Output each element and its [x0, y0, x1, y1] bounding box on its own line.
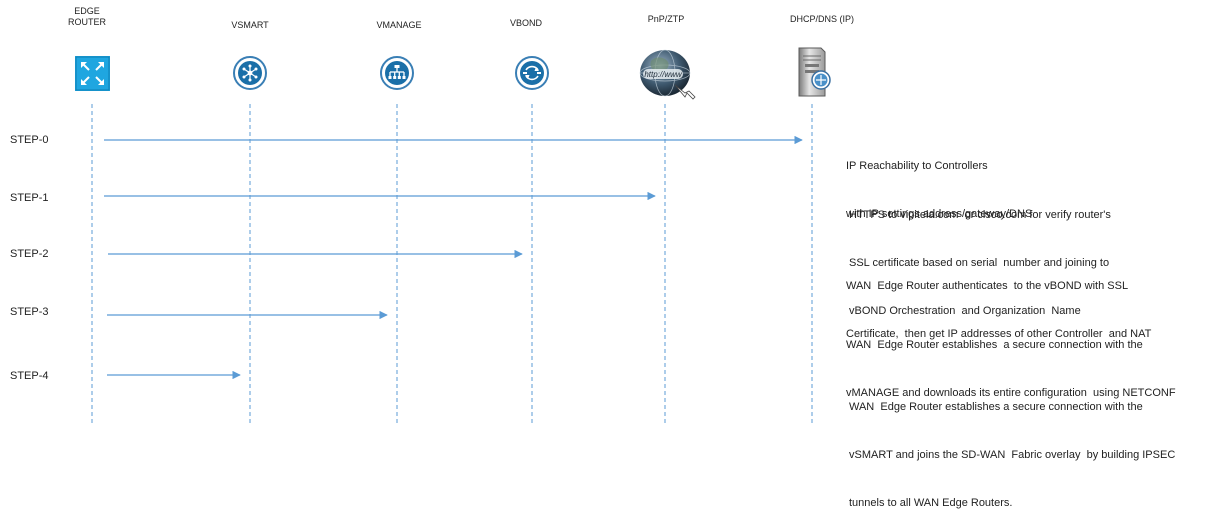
actor-label-line1: VBOND — [509, 18, 542, 28]
actor-label-line1: VMANAGE — [376, 20, 422, 30]
server-icon — [798, 47, 831, 97]
actor-label-line1: VSMART — [231, 20, 269, 30]
actor-label-vmanage: VMANAGE — [364, 20, 434, 31]
actor-label-vsmart: VSMART — [215, 20, 285, 31]
globe-www-icon: http://www — [639, 49, 696, 100]
step-label-3: STEP-3 — [10, 306, 49, 318]
actor-label-edge-router: EDGE ROUTER — [52, 6, 122, 28]
step-label-4: STEP-4 — [10, 370, 49, 382]
router-icon — [75, 56, 110, 91]
step-note-line: IP Reachability to Controllers — [846, 160, 988, 172]
vsmart-hub-icon — [233, 56, 267, 90]
step-note-2: WAN Edge Router authenticates to the vBO… — [846, 246, 1151, 358]
step-note-4: WAN Edge Router establishes a secure con… — [849, 367, 1175, 527]
actor-label-pnp-ztp: PnP/ZTP — [631, 14, 701, 25]
step-note-line: vBOND Orchestration and Organization Nam… — [849, 305, 1081, 317]
vbond-orchestrator-icon — [515, 56, 549, 90]
actor-label-line2: ROUTER — [68, 17, 106, 27]
step-note-3: WAN Edge Router establishes a secure con… — [846, 305, 1176, 417]
step-label-1: STEP-1 — [10, 192, 49, 204]
step-note-1: HTTPS to vipitela.com or cisco.com for v… — [849, 175, 1111, 335]
step-note-line: tunnels to all WAN Edge Routers. — [849, 497, 1013, 509]
step-note-line: vSMART and joins the SD-WAN Fabric overl… — [849, 449, 1176, 461]
actor-label-line1: DHCP/DNS (IP) — [789, 14, 854, 24]
step-note-line: WAN Edge Router authenticates to the vBO… — [846, 280, 1129, 292]
actor-label-vbond: VBOND — [491, 18, 561, 29]
step-note-0: IP Reachability to Controllers with IP s… — [846, 126, 1032, 238]
step-note-line: with IP settings address/gateway/DNS — [846, 208, 1033, 220]
step-note-line: vMANAGE and downloads its entire configu… — [846, 387, 1176, 399]
svg-text:http://www: http://www — [644, 70, 683, 79]
step-arrows — [104, 135, 803, 380]
step-note-line: WAN Edge Router establishes a secure con… — [849, 401, 1143, 413]
step-note-line: WAN Edge Router establishes a secure con… — [846, 339, 1143, 351]
step-label-2: STEP-2 — [10, 248, 49, 260]
actor-label-line1: PnP/ZTP — [647, 14, 685, 24]
lifelines — [91, 104, 813, 424]
step-label-0: STEP-0 — [10, 134, 49, 146]
step-note-line: Certificate, then get IP addresses of ot… — [846, 328, 1152, 340]
vmanage-tree-icon — [380, 56, 414, 90]
sequence-diagram: http://www — [75, 47, 831, 424]
step-note-line: SSL certificate based on serial number a… — [849, 257, 1110, 269]
actor-label-line1: EDGE — [74, 6, 100, 16]
actor-label-dhcp-dns: DHCP/DNS (IP) — [777, 14, 867, 25]
step-note-line: HTTPS to vipitela.com or cisco.com for v… — [849, 209, 1111, 221]
